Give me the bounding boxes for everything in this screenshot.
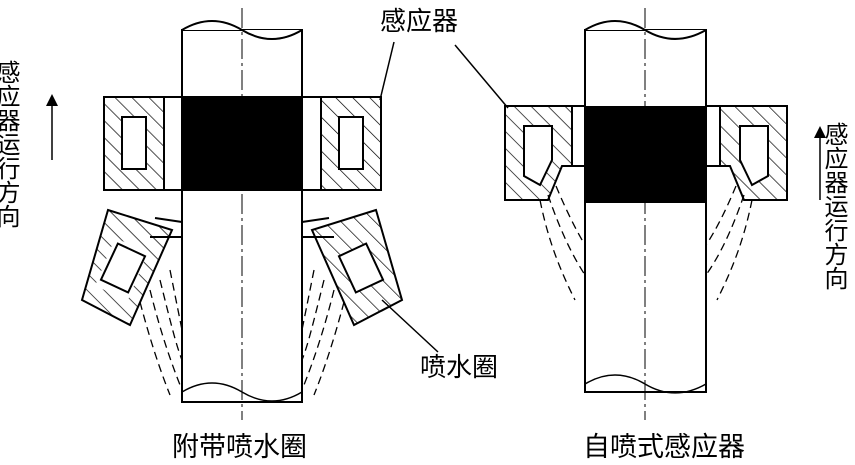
spray-ring-left (80, 208, 183, 327)
water-spray-right-left (539, 185, 586, 301)
left-coil-channel-left (121, 116, 147, 170)
water-spray-right-right (705, 185, 753, 301)
caption-left: 附带喷水圈 (172, 432, 307, 463)
right-coil-channel-right (739, 125, 769, 187)
water-spray-right (301, 269, 345, 396)
spray-ring-label: 喷水圈 (420, 353, 498, 383)
water-spray-left (139, 269, 183, 396)
left-inductor-gap-right (301, 96, 322, 191)
right-coil-channel-left (523, 125, 553, 187)
left-shaft-break-top-inner (241, 29, 303, 40)
right-shaft-break-top (584, 20, 707, 40)
inductor-leader-left (379, 41, 395, 101)
left-heated-zone (182, 97, 302, 190)
left-assembly (80, 8, 439, 420)
left-shaft (181, 29, 303, 403)
right-assembly (504, 8, 788, 420)
right-heated-zone (585, 106, 706, 203)
direction-label-right: 感应器运行方向 (820, 122, 848, 290)
caption-right: 自喷式感应器 (583, 432, 745, 463)
right-inductor-gap-left (571, 105, 586, 167)
direction-label-left: 感应器运行方向 (0, 60, 20, 228)
spray-ring-leader (381, 299, 439, 353)
left-coil-channel-right (338, 116, 364, 170)
spray-ring-right (301, 208, 404, 327)
inductor-leader-right (454, 44, 509, 109)
left-inductor-gap-left (163, 96, 183, 191)
right-inductor-gap-right (705, 105, 721, 167)
inductor-label: 感应器 (380, 7, 458, 37)
